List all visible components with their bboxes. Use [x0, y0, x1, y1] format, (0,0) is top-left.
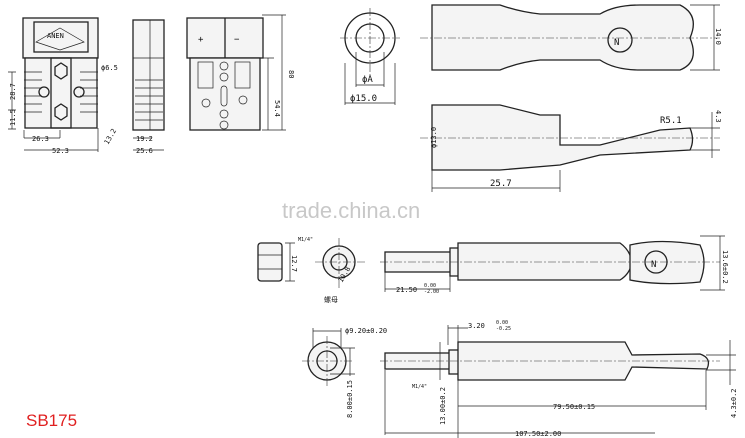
dim-h1: 28.7 [9, 83, 17, 100]
dim-h1300: 13.00±0.2 [439, 387, 447, 425]
dim-nut-h: 12.7 [290, 255, 298, 272]
watermark: trade.china.cn [282, 198, 420, 223]
dim-h43: 4.3±0.2 [730, 388, 738, 418]
pin-bottom-side-view: 3.20 0.00 -0.25 M1/4" 13.00±0.2 79.50±0.… [380, 320, 738, 438]
dim-w1: 26.3 [32, 135, 49, 143]
dim-thread: M1/4" [298, 237, 313, 243]
dim-h800: 8.00±0.15 [346, 380, 354, 418]
dim-w2: 52.3 [52, 147, 69, 155]
connector-front-view: ANEN ϕ6.5 28.7 11.5 26.3 52.3 13.2 [8, 17, 118, 155]
pin-top-view: N 14.0 [420, 4, 722, 71]
pin-bottom-end-view: ϕ9.20±0.20 8.00±0.15 [302, 327, 387, 418]
dim-l320: 3.20 [468, 322, 485, 330]
dim-r51: R5.1 [660, 116, 682, 126]
pin-side-view: R5.1 4.3 ϕ13.0 25.7 [420, 104, 722, 192]
dim-h14: 14.0 [714, 28, 722, 45]
dim-back-h1: 54.4 [273, 100, 281, 117]
tol-up: 0.00 [424, 283, 436, 289]
dim-phi15: ϕ15.0 [350, 94, 377, 104]
connector-back-view: + − 54.4 80 [186, 14, 295, 131]
dim-h2: 11.5 [9, 109, 17, 126]
dim-phiA: ϕA [362, 75, 373, 85]
dim-phi13: ϕ13.0 [430, 127, 438, 148]
dim-l2150: 21.50 [396, 286, 417, 294]
minus-mark: − [234, 35, 240, 45]
dim-side2: 25.6 [136, 147, 153, 155]
nut-label: 螺母 [324, 295, 338, 304]
connector-side-view: 19.2 25.6 [132, 19, 165, 155]
brand-logo: ANEN [47, 32, 64, 40]
dim-back-h2: 80 [287, 70, 295, 78]
pin-mark: N [614, 38, 619, 48]
model-label: SB175 [26, 411, 78, 430]
nut-views: 12.7 M1/4" 10.8 螺母 [257, 237, 365, 304]
plus-mark: + [198, 35, 204, 45]
dim-l10750: 107.50±2.00 [515, 430, 561, 438]
dim-hole: ϕ6.5 [101, 64, 118, 72]
tol-dn: -2.00 [424, 289, 439, 295]
dim-thread-2: M1/4" [412, 384, 427, 390]
pin-bottom-top-view: N 21.50 0.00 -2.00 13.6±0.2 [380, 235, 729, 295]
pin-end-view-top: ϕA ϕ15.0 [340, 8, 400, 105]
pin-mark-2: N [651, 260, 656, 270]
dim-d43: 4.3 [714, 110, 722, 123]
dim-diag: 13.2 [103, 127, 118, 146]
dim-l257: 25.7 [490, 179, 512, 189]
dim-h136: 13.6±0.2 [721, 250, 729, 284]
dim-l7950: 79.50±0.15 [553, 403, 595, 411]
dim-phi920: ϕ9.20±0.20 [345, 327, 387, 335]
tol-dn-2: -0.25 [496, 326, 511, 332]
dim-side1: 19.2 [136, 135, 153, 143]
tol-up-2: 0.00 [496, 320, 508, 326]
